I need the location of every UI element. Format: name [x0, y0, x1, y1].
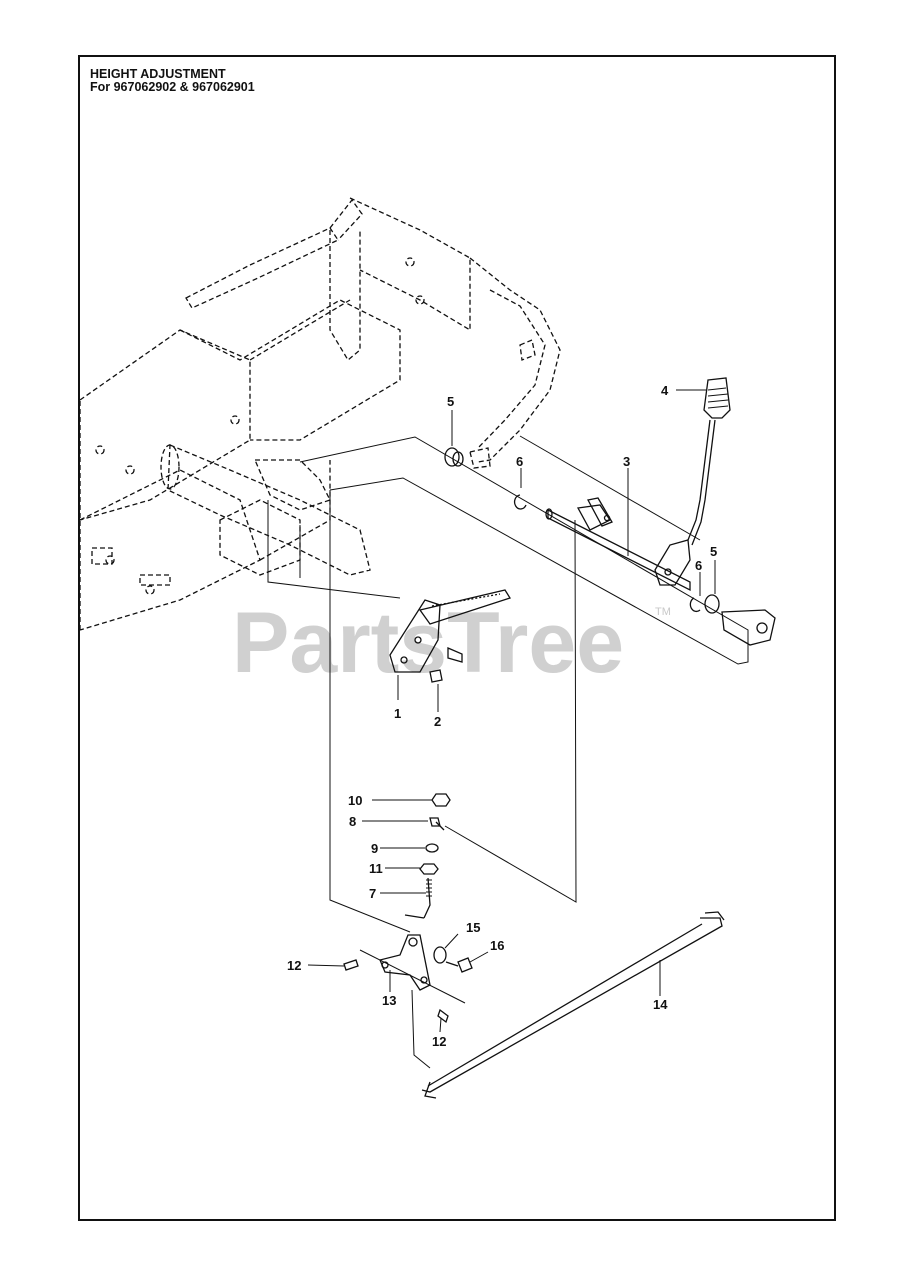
washer-9	[425, 843, 439, 853]
diagram-title: HEIGHT ADJUSTMENT For 967062902 & 967062…	[90, 68, 255, 94]
callout-15: 15	[466, 920, 480, 935]
callout-1: 1	[394, 706, 401, 721]
callout-16: 16	[490, 938, 504, 953]
bracket-1	[389, 599, 441, 673]
bushing-5-lower	[704, 594, 720, 614]
callout-12-bottom: 12	[432, 1034, 446, 1049]
callout-labels: 1 2 3 4 5 5 6 6 7 8 9 10 11 12 12 13 14 …	[287, 383, 717, 1049]
nut-11	[419, 863, 439, 875]
callout-10: 10	[348, 793, 362, 808]
assembly-lines	[267, 435, 749, 1069]
callout-13: 13	[382, 993, 396, 1008]
leader-lines	[307, 389, 716, 1033]
knob-4	[703, 377, 731, 419]
link-rod-14	[421, 917, 723, 1093]
callout-4: 4	[661, 383, 669, 398]
pin-12-bottom	[437, 1008, 449, 1024]
clip-6-upper	[513, 494, 527, 510]
callout-11: 11	[369, 861, 383, 876]
bushing-5-upper	[444, 447, 460, 467]
callout-5-upper: 5	[447, 394, 454, 409]
callout-2: 2	[434, 714, 441, 729]
title-line-1: HEIGHT ADJUSTMENT	[90, 67, 226, 81]
bolt-16	[457, 957, 473, 973]
callout-12-left: 12	[287, 958, 301, 973]
diagram-frame	[78, 55, 836, 1221]
pin-12-left	[343, 959, 359, 971]
watermark-text: PartsTree	[232, 595, 624, 691]
callout-6-upper: 6	[516, 454, 523, 469]
chassis-frame	[79, 197, 561, 631]
callout-5-lower: 5	[710, 544, 717, 559]
title-line-2: For 967062902 & 967062901	[90, 80, 255, 94]
callout-7: 7	[369, 886, 376, 901]
callout-14: 14	[653, 997, 668, 1012]
callout-6-lower: 6	[695, 558, 702, 573]
nut-10	[431, 793, 451, 807]
washer-15	[433, 946, 447, 964]
watermark-trademark: TM	[655, 606, 671, 618]
shaft-3	[547, 508, 691, 592]
bellcrank-13	[379, 934, 431, 991]
callout-3: 3	[623, 454, 630, 469]
callout-9: 9	[371, 841, 378, 856]
bolt-2	[429, 669, 443, 683]
clip-6-lower	[689, 597, 701, 613]
solid-parts	[343, 377, 776, 1099]
lever-rod-4	[687, 419, 711, 541]
callout-8: 8	[349, 814, 356, 829]
rod-7	[423, 877, 431, 919]
